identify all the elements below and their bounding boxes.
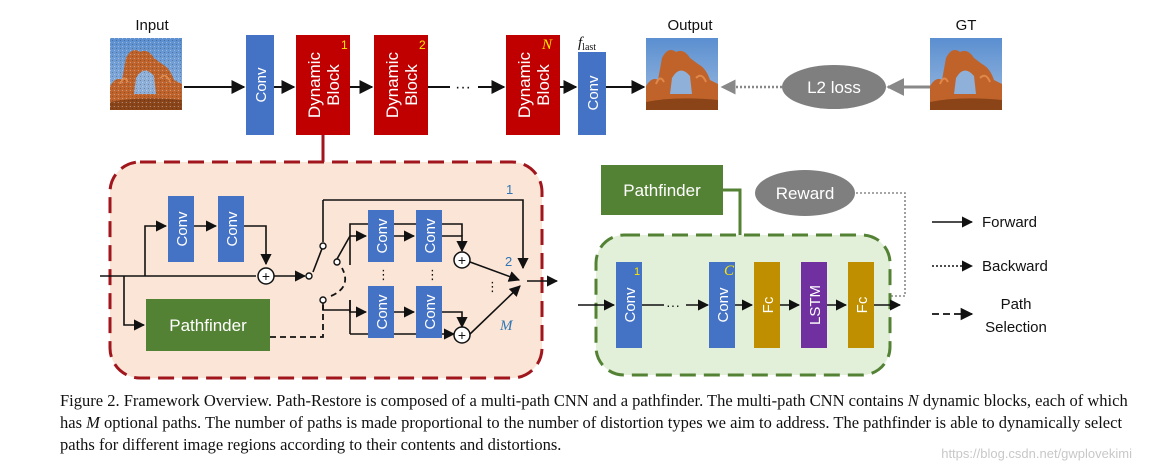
- path-selection-line: [270, 305, 324, 338]
- input-image: [109, 37, 183, 111]
- path2-conv-a: Conv: [368, 210, 394, 262]
- svg-text:Pathfinder: Pathfinder: [623, 181, 701, 200]
- legend-forward-label: Forward: [982, 214, 1037, 231]
- pathM-conv-a: Conv: [368, 286, 394, 338]
- svg-text:Block: Block: [324, 64, 343, 106]
- fc-block-1: Fc: [754, 262, 780, 348]
- pathfinder-connector: [723, 188, 742, 235]
- svg-text:Dynamic: Dynamic: [515, 51, 534, 118]
- pathfinder-ellipsis: ···: [666, 297, 680, 313]
- svg-text:Reward: Reward: [776, 184, 835, 203]
- svg-text:L2 loss: L2 loss: [807, 78, 861, 97]
- path-label-1: 1: [506, 182, 513, 197]
- conv-block-first: Conv: [246, 35, 274, 135]
- svg-text:Dynamic: Dynamic: [383, 51, 402, 118]
- figure-caption: Figure 2. Framework Overview. Path-Resto…: [60, 391, 1128, 454]
- svg-text:1: 1: [634, 266, 640, 278]
- svg-text:Pathfinder: Pathfinder: [169, 316, 247, 335]
- input-label: Input: [135, 17, 169, 34]
- svg-text:LSTM: LSTM: [807, 285, 824, 325]
- svg-text:Conv: Conv: [374, 218, 391, 254]
- svg-text:Conv: Conv: [585, 75, 602, 111]
- framework-diagram: Input Conv Dynamic Block 1 Dynamic Block…: [100, 17, 1048, 380]
- svg-text:Fc: Fc: [854, 296, 871, 313]
- dynamic-block-1: Dynamic Block 1: [296, 35, 350, 135]
- pathfinder-conv-1: Conv 1: [616, 262, 642, 348]
- svg-text:Block: Block: [534, 64, 553, 106]
- reward-backward-arrow: [856, 192, 906, 301]
- pathfinder-box: Pathfinder: [601, 165, 723, 215]
- gt-label: GT: [956, 17, 977, 34]
- svg-text:Conv: Conv: [422, 218, 439, 254]
- legend-path-selection-label-1: Path: [1001, 296, 1032, 313]
- reward-node: Reward: [755, 170, 855, 216]
- pathM-sum-node: +: [453, 326, 471, 344]
- fc-block-2: Fc: [848, 262, 874, 348]
- svg-text:Conv: Conv: [715, 287, 732, 323]
- svg-text:+: +: [262, 268, 270, 284]
- pathfinder-conv-c: Conv C: [709, 262, 735, 348]
- svg-text:+: +: [458, 327, 466, 343]
- switch-node-points: [305, 242, 341, 304]
- watermark: https://blog.csdn.net/gwplovekimi: [941, 446, 1132, 461]
- detail-conv-b: Conv: [218, 196, 244, 262]
- legend: Forward Backward Path Selection: [932, 214, 1048, 336]
- svg-text:Block: Block: [402, 64, 421, 106]
- conv-block-last: Conv: [578, 52, 606, 135]
- svg-text:+: +: [458, 252, 466, 268]
- block-index-n: N: [541, 37, 553, 53]
- svg-text:Conv: Conv: [374, 294, 391, 330]
- detail-conv-a: Conv: [168, 196, 194, 262]
- path-label-m: M: [499, 318, 514, 334]
- svg-text:Conv: Conv: [622, 287, 639, 323]
- svg-text:Conv: Conv: [224, 211, 241, 247]
- block-index-2: 2: [419, 38, 426, 52]
- path-label-2: 2: [505, 254, 512, 269]
- legend-backward-label: Backward: [982, 258, 1048, 275]
- switch-dashed-arc: [330, 267, 347, 297]
- vertical-dots-2: ⋮: [426, 268, 439, 283]
- vertical-dots-3: ⋮: [486, 280, 499, 295]
- dynamic-block-2: Dynamic Block 2: [374, 35, 428, 135]
- svg-text:Fc: Fc: [760, 296, 777, 313]
- svg-text:Conv: Conv: [253, 67, 270, 103]
- svg-text:Dynamic: Dynamic: [305, 51, 324, 118]
- svg-text:C: C: [724, 263, 735, 279]
- path2-conv-b: Conv: [416, 210, 442, 262]
- output-label: Output: [667, 17, 713, 34]
- top-ellipsis: ···: [455, 79, 471, 96]
- residual-sum-node: +: [257, 267, 275, 285]
- gt-image: [929, 37, 1003, 111]
- lstm-block: LSTM: [801, 262, 827, 348]
- pathM-conv-b: Conv: [416, 286, 442, 338]
- output-image: [645, 37, 719, 111]
- block-index-1: 1: [341, 38, 348, 52]
- legend-path-selection-label-2: Selection: [985, 319, 1047, 336]
- l2-loss-node: L2 loss: [782, 65, 886, 109]
- f-last-label: flast: [578, 35, 596, 53]
- path2-sum-node: +: [453, 251, 471, 269]
- detail-pathfinder: Pathfinder: [146, 299, 270, 351]
- vertical-dots-1: ⋮: [377, 268, 390, 283]
- svg-text:Conv: Conv: [422, 294, 439, 330]
- detail-connections: [100, 199, 559, 340]
- dynamic-block-n: Dynamic Block N: [506, 35, 560, 135]
- svg-text:Conv: Conv: [174, 211, 191, 247]
